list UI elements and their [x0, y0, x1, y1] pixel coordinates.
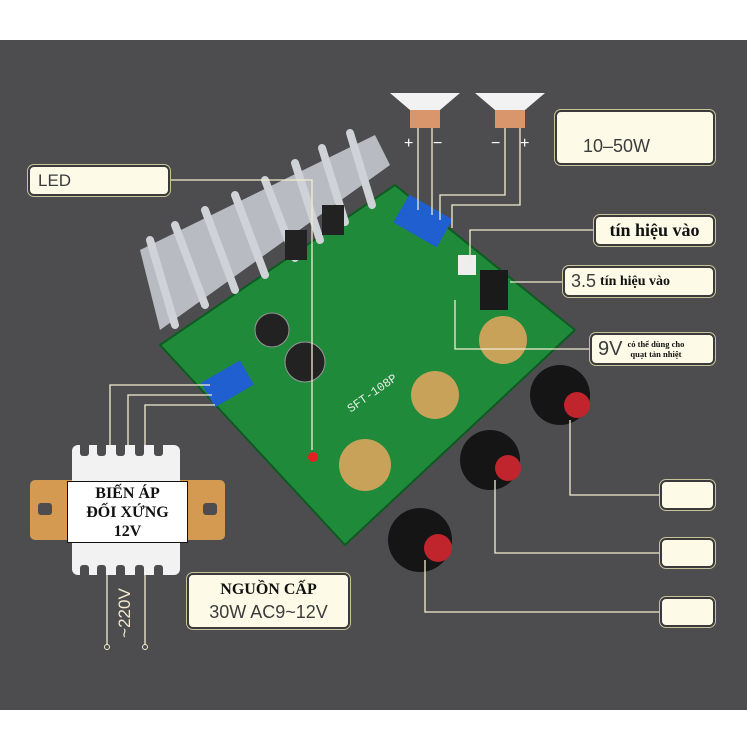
- fan-power-label: 9V có thể dùng cho quạt tản nhiệt: [590, 333, 715, 365]
- speaker-icon-left: [390, 93, 460, 128]
- jack-size-text: 3.5: [571, 271, 597, 291]
- led-label: LED: [28, 165, 170, 196]
- power-supply-spec: 30W AC9~12V: [209, 602, 328, 622]
- blank-label-box: [660, 480, 715, 510]
- capacitor: [284, 341, 326, 383]
- audio-jack: [480, 270, 508, 310]
- fan-voltage-text: 9V: [598, 337, 623, 360]
- transformer-label: BIẾN ÁP ĐỐI XỨNG 12V: [67, 481, 188, 543]
- transformer-label-line: BIẾN ÁP: [95, 484, 160, 502]
- power-terminal: [200, 360, 254, 408]
- knob: [339, 439, 452, 572]
- led-light: [308, 452, 318, 462]
- transformer-label-line: 12V: [113, 522, 142, 540]
- knob: [411, 371, 521, 490]
- power-supply-title: NGUỒN CẤP: [220, 581, 317, 598]
- jack-input-label: 3.5 tín hiệu vào: [563, 266, 715, 297]
- power-output-text: 10–50W: [583, 136, 651, 156]
- mains-voltage-label: ~220V: [115, 588, 134, 638]
- led-label-text: LED: [38, 170, 72, 190]
- signal-connector: [458, 255, 476, 275]
- ic-chip: [285, 230, 307, 260]
- speaker-terminal: [393, 194, 453, 248]
- fan-note-line: có thể dùng cho: [627, 339, 685, 349]
- power-supply-label: NGUỒN CẤP 30W AC9~12V: [187, 573, 350, 629]
- fan-note: có thể dùng cho quạt tản nhiệt: [627, 339, 684, 359]
- transformer-label-line: ĐỐI XỨNG: [86, 503, 169, 521]
- polarity-sign: −: [491, 135, 501, 152]
- ic-chip: [322, 205, 344, 235]
- speaker-icon-right: [475, 93, 545, 128]
- leader-lines: [106, 128, 660, 645]
- polarity-sign: +: [520, 135, 530, 152]
- signal-input-text: tín hiệu vào: [609, 220, 700, 240]
- fan-note-line: quạt tản nhiệt: [630, 349, 682, 359]
- capacitor: [254, 312, 290, 348]
- signal-input-label: tín hiệu vào: [594, 215, 715, 246]
- knob: [479, 316, 590, 425]
- power-output-label: 10–50W: [555, 110, 715, 165]
- jack-input-text: tín hiệu vào: [600, 273, 671, 289]
- blank-label-box: [660, 597, 715, 627]
- polarity-sign: −: [433, 135, 443, 152]
- polarity-sign: +: [404, 135, 414, 152]
- blank-label-box: [660, 538, 715, 568]
